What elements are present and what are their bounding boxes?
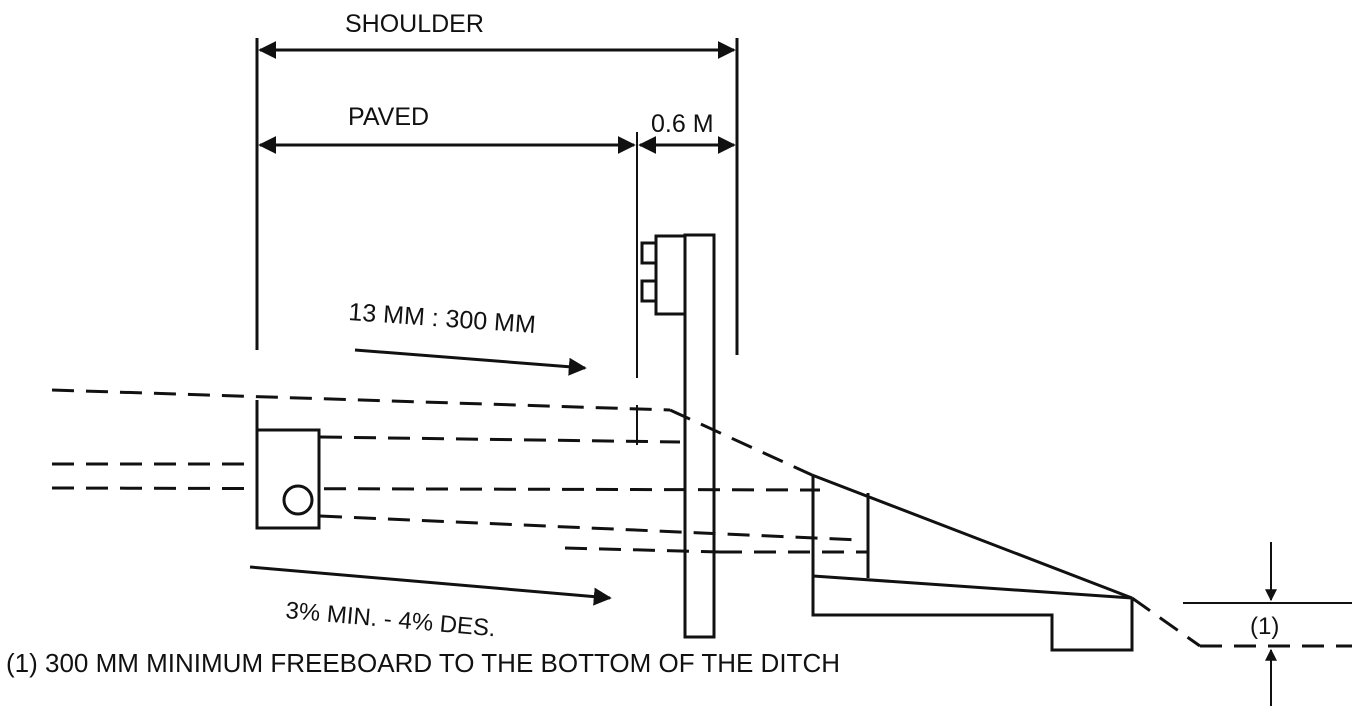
- shoulder-slope-arrow: [354, 348, 587, 376]
- guardrail-post: [683, 233, 716, 639]
- dimension-lines: [255, 38, 739, 445]
- drain-pipe-outlet: [282, 484, 314, 516]
- foreslope-line: [811, 473, 1133, 600]
- freeboard-marker-label: (1): [1250, 613, 1279, 640]
- headwall-structure: [811, 475, 1134, 652]
- road-surface-lines: [51, 388, 1352, 648]
- drain-box: [255, 428, 321, 530]
- footnote-text: (1) 300 MM MINIMUM FREEBOARD TO THE BOTT…: [6, 648, 840, 678]
- paved-slope-arrow: [249, 565, 612, 606]
- drain-line-4: [319, 514, 861, 542]
- embankment-slope-line: [669, 408, 813, 477]
- guardrail-system: [640, 233, 716, 639]
- paved-slope-label: 3% MIN. - 4% DES.: [284, 597, 496, 642]
- shoulder-slope-label: 13 MM : 300 MM: [348, 298, 537, 339]
- paved-label: PAVED: [348, 103, 429, 131]
- guardrail-blockout: [654, 234, 687, 316]
- rail-bolt-lower: [640, 279, 658, 303]
- apron-outline: [811, 576, 1134, 652]
- drain-line-6: [564, 546, 721, 554]
- offset-label: 0.6 M: [651, 110, 714, 138]
- shoulder-label: SHOULDER: [345, 10, 484, 38]
- ditch-slope-line: [1131, 596, 1201, 648]
- freeboard-indicator: (1): [1250, 542, 1279, 706]
- drain-line-2: [51, 486, 821, 492]
- drain-line-3: [319, 435, 681, 444]
- shoulder-surface-line: [51, 388, 671, 412]
- rail-bolt-upper: [640, 241, 658, 265]
